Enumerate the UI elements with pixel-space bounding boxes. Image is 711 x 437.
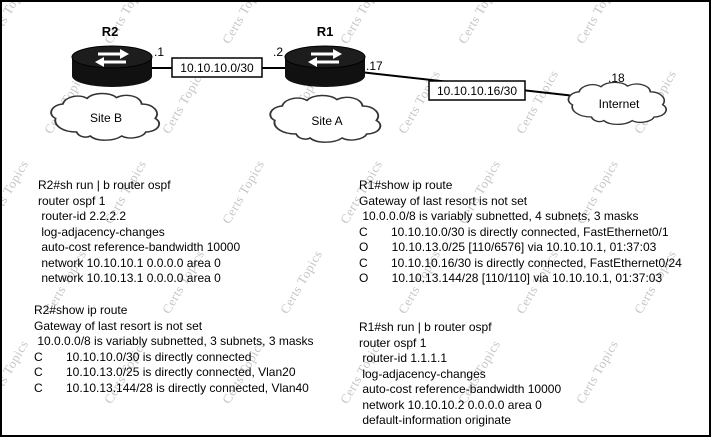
cli-line: O 10.10.13.144/28 [110/110] via 10.10.10…	[359, 271, 663, 285]
cli-line: auto-cost reference-bandwidth 10000	[359, 382, 562, 396]
topology-diagram: Site B Site A Internet 10.10.10.0/30 10.…	[50, 24, 668, 144]
cloud-internet: Internet	[567, 81, 668, 126]
router-r2-icon	[71, 45, 153, 88]
cli-line: C 10.10.13.0/25 is directly connected, V…	[34, 365, 296, 379]
watermark-text: Certs Topics	[572, 337, 622, 407]
cli-line: log-adjacency-changes	[38, 224, 165, 239]
cli-line: log-adjacency-changes	[359, 366, 486, 381]
cli-line: C 10.10.10.16/30 is directly connected, …	[359, 255, 682, 270]
cli-line: router-id 2.2.2.2	[38, 209, 127, 223]
subnet-1-label: 10.10.10.0/30	[180, 61, 254, 75]
subnet-2-label: 10.10.10.16/30	[437, 84, 517, 98]
cloud-site-b: Site B	[50, 92, 161, 142]
cli-line: router ospf 1	[38, 193, 106, 208]
cli-line: R2#sh run | b router ospf	[38, 178, 171, 192]
cli-line: R1#sh run | b router ospf	[359, 320, 492, 334]
router-r2-label: R2	[102, 24, 119, 39]
cloud-site-a: Site A	[269, 94, 382, 144]
cli-line: network 10.10.10.2 0.0.0.0 area 0	[359, 397, 542, 412]
ip-label-dot17: .17	[366, 59, 383, 73]
cloud-site-b-label: Site B	[90, 111, 122, 125]
cloud-site-a-label: Site A	[311, 114, 342, 128]
cli-line: R1#show ip route	[359, 178, 453, 192]
cli-line: router-id 1.1.1.1	[359, 351, 448, 365]
subnet-box-2: 10.10.10.16/30	[428, 80, 526, 101]
cli-line: auto-cost reference-bandwidth 10000	[38, 240, 241, 254]
ip-label-dot1: .1	[154, 45, 164, 59]
router-r1-label: R1	[317, 24, 334, 39]
cli-line: network 10.10.10.1 0.0.0.0 area 0	[38, 255, 221, 270]
cli-line: Gateway of last resort is not set	[359, 193, 528, 208]
cli-line: 10.0.0.0/8 is variably subnetted, 4 subn…	[359, 209, 639, 223]
cli-line: router ospf 1	[359, 335, 427, 350]
router-r1-icon	[284, 45, 366, 88]
subnet-box-1: 10.10.10.0/30	[171, 57, 263, 78]
ip-label-dot2: .2	[273, 45, 283, 59]
cli-line: O 10.10.13.0/25 [110/6576] via 10.10.10.…	[359, 240, 657, 254]
cli-line: 10.0.0.0/8 is variably subnetted, 3 subn…	[34, 334, 314, 348]
cloud-internet-label: Internet	[599, 97, 640, 111]
cli-line: C 10.10.10.0/30 is directly connected	[34, 349, 252, 364]
cli-line: C 10.10.10.0/30 is directly connected, F…	[359, 224, 669, 239]
cli-line: C 10.10.13.144/28 is directly connected,…	[34, 380, 309, 395]
cli-line: Gateway of last resort is not set	[34, 318, 203, 333]
cli-line: R2#show ip route	[34, 303, 128, 317]
ip-label-dot18: .18	[608, 71, 625, 85]
watermark-text: Certs Topics	[0, 337, 32, 407]
cli-line: network 10.10.13.1 0.0.0.0 area 0	[38, 271, 221, 285]
cli-line: default-information originate	[359, 413, 512, 427]
